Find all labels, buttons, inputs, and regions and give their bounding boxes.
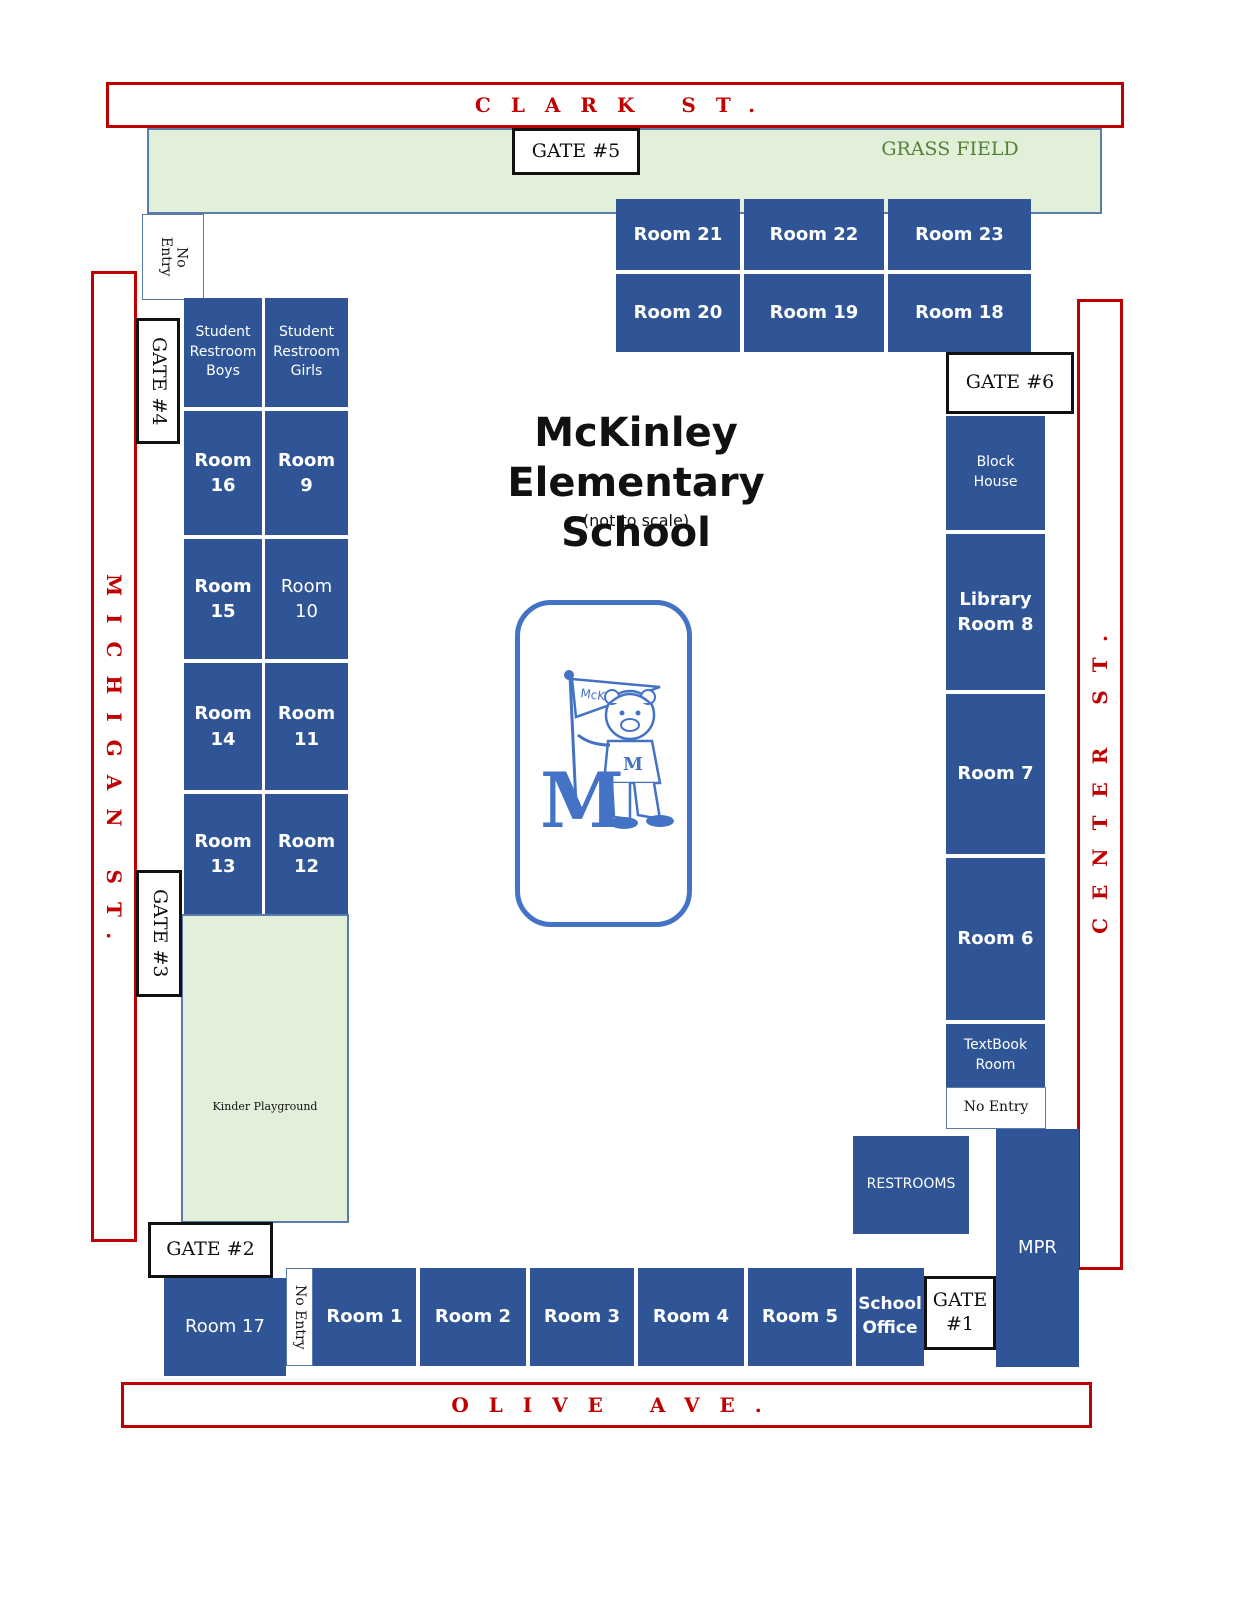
room-12: Room 12 — [265, 794, 348, 914]
mpr: MPR — [996, 1129, 1079, 1367]
map-title-line2: School — [561, 510, 711, 556]
room-16: Room 16 — [184, 411, 262, 535]
kinder-playground — [181, 914, 349, 1223]
room-9: Room 9 — [265, 411, 348, 535]
room-5: Room 5 — [748, 1268, 852, 1366]
room-22: Room 22 — [744, 199, 884, 270]
room-6: Room 6 — [946, 858, 1045, 1020]
kinder-playground-label: Kinder Playground — [212, 1100, 318, 1113]
restrooms: RESTROOMS — [853, 1136, 969, 1234]
textbook-room: TextBook Room — [946, 1024, 1045, 1087]
room-14: Room 14 — [184, 663, 262, 790]
big-m-letter: M — [540, 756, 624, 845]
gate-5: GATE #5 — [512, 128, 640, 175]
room-3: Room 3 — [530, 1268, 634, 1366]
room-18: Room 18 — [888, 274, 1031, 352]
gate-1: GATE #1 — [924, 1276, 996, 1350]
room-21: Room 21 — [616, 199, 740, 270]
room-10: Room 10 — [265, 539, 348, 659]
gate-6: GATE #6 — [946, 352, 1074, 414]
room-13: Room 13 — [184, 794, 262, 914]
mascot-logo: McKinley M M — [515, 600, 692, 927]
street-michigan: MICHIGAN ST. — [91, 271, 137, 1242]
student-restroom-girls: Student Restroom Girls — [265, 298, 348, 407]
room-20: Room 20 — [616, 274, 740, 352]
room-2: Room 2 — [420, 1268, 526, 1366]
map-title: McKinley Elementary School — [400, 408, 872, 556]
no-entry-east: No Entry — [946, 1087, 1046, 1129]
street-olive: OLIVE AVE. — [121, 1382, 1092, 1428]
room-11: Room 11 — [265, 663, 348, 790]
gate-3: GATE #3 — [136, 870, 182, 997]
room-4: Room 4 — [638, 1268, 744, 1366]
bear-mascot-icon: McKinley M M — [540, 670, 674, 845]
street-clark: CLARK ST. — [106, 82, 1124, 128]
gate-2: GATE #2 — [148, 1222, 273, 1278]
room-17: Room 17 — [164, 1278, 286, 1376]
school-office: School Office — [856, 1268, 924, 1366]
library-room-8: Library Room 8 — [946, 534, 1045, 690]
shirt-letter: M — [623, 754, 643, 775]
room-19: Room 19 — [744, 274, 884, 352]
no-entry-south: No Entry — [286, 1268, 313, 1366]
student-restroom-boys: Student Restroom Boys — [184, 298, 262, 407]
map-title-line1: McKinley Elementary — [507, 410, 765, 506]
room-15: Room 15 — [184, 539, 262, 659]
gate-4: GATE #4 — [136, 318, 180, 444]
grass-field-label: GRASS FIELD — [881, 138, 1019, 160]
room-7: Room 7 — [946, 694, 1045, 854]
not-to-scale-note: (not to scale) — [582, 511, 690, 530]
room-1: Room 1 — [313, 1268, 416, 1366]
room-23: Room 23 — [888, 199, 1031, 270]
street-center: CENTER ST. — [1077, 299, 1123, 1270]
block-house: Block House — [946, 416, 1045, 530]
no-entry-north: No Entry — [142, 214, 204, 300]
